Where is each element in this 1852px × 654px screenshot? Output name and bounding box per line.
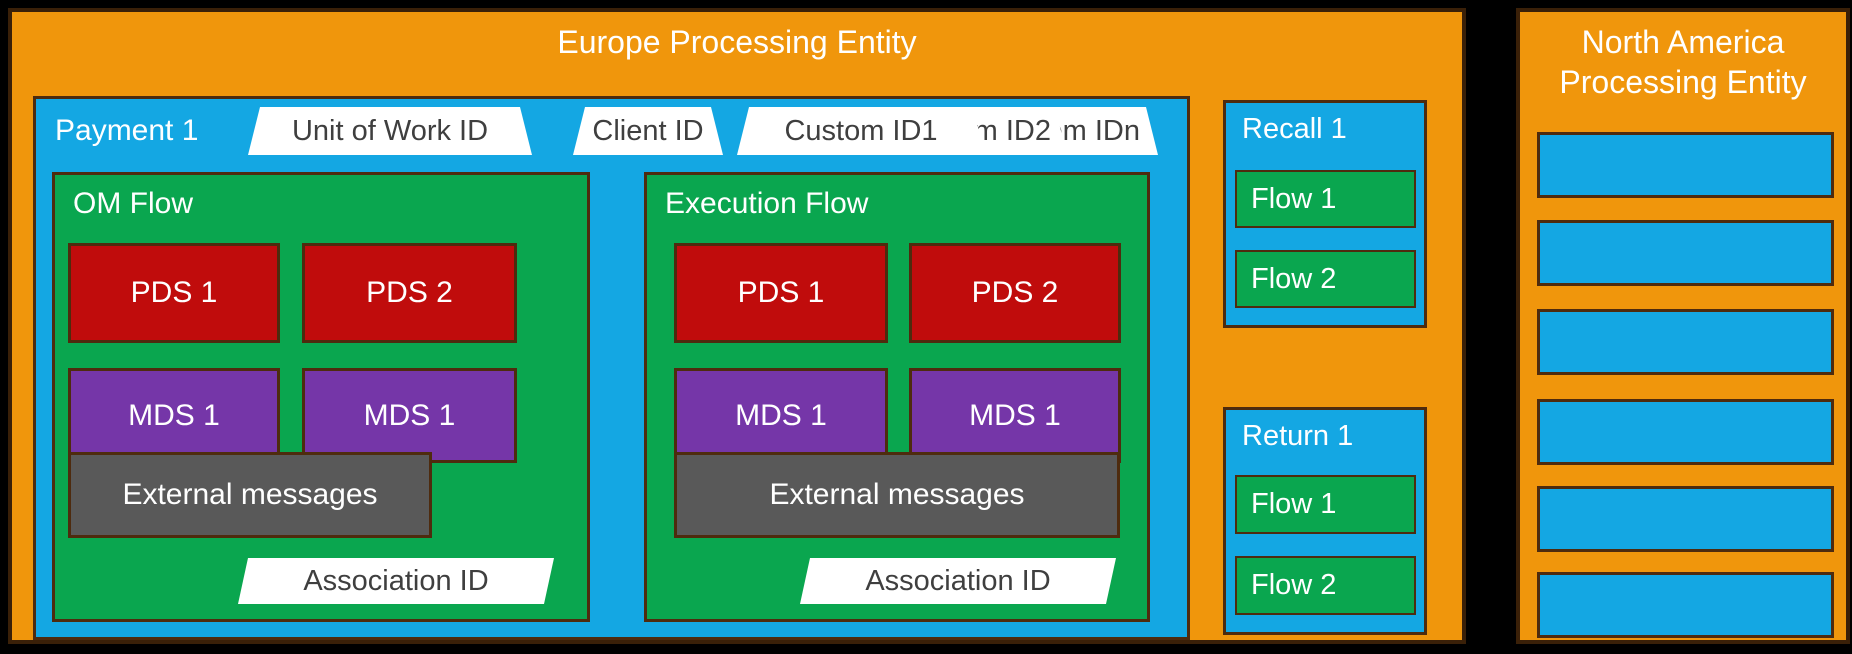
unit-of-work-id-tag: Unit of Work ID — [248, 107, 532, 155]
om-flow-pds2-box: PDS 2 — [302, 243, 517, 343]
execution-flow-mds2-box: MDS 1 — [909, 368, 1121, 463]
custom-id1-tag: Custom ID1 — [737, 107, 985, 155]
north-america-empty-slot — [1537, 220, 1834, 286]
om-flow-mds1-box: MDS 1 — [68, 368, 280, 463]
north-america-empty-slot — [1537, 309, 1834, 375]
north-america-empty-slot — [1537, 486, 1834, 552]
recall-flow-2-box: Flow 2 — [1235, 250, 1416, 308]
north-america-title: North America Processing Entity — [1559, 24, 1807, 100]
om-flow-association-id-tag: Association ID — [238, 558, 554, 604]
execution-flow-external-messages-box: External messages — [674, 452, 1120, 538]
north-america-empty-slot — [1537, 132, 1834, 198]
execution-flow-pds1-box: PDS 1 — [674, 243, 888, 343]
client-id-tag: Client ID — [573, 107, 723, 155]
payment-1-label: Payment 1 — [55, 114, 199, 147]
execution-flow-pds2-box: PDS 2 — [909, 243, 1121, 343]
return-flow-2-box: Flow 2 — [1235, 556, 1416, 615]
north-america-empty-slot — [1537, 572, 1834, 638]
om-flow-pds1-box: PDS 1 — [68, 243, 280, 343]
return-1-title: Return 1 — [1242, 420, 1354, 452]
om-flow-mds2-box: MDS 1 — [302, 368, 517, 463]
north-america-empty-slot — [1537, 399, 1834, 465]
execution-flow-association-id-tag: Association ID — [800, 558, 1116, 604]
recall-1-title: Recall 1 — [1242, 113, 1347, 145]
north-america-processing-entity-box: North America Processing Entity — [1516, 8, 1850, 644]
om-flow-title: OM Flow — [73, 187, 193, 220]
return-flow-1-box: Flow 1 — [1235, 475, 1416, 534]
execution-flow-title: Execution Flow — [665, 187, 869, 220]
europe-title: Europe Processing Entity — [557, 24, 917, 60]
execution-flow-mds1-box: MDS 1 — [674, 368, 888, 463]
om-flow-external-messages-box: External messages — [68, 452, 432, 538]
recall-flow-1-box: Flow 1 — [1235, 170, 1416, 228]
